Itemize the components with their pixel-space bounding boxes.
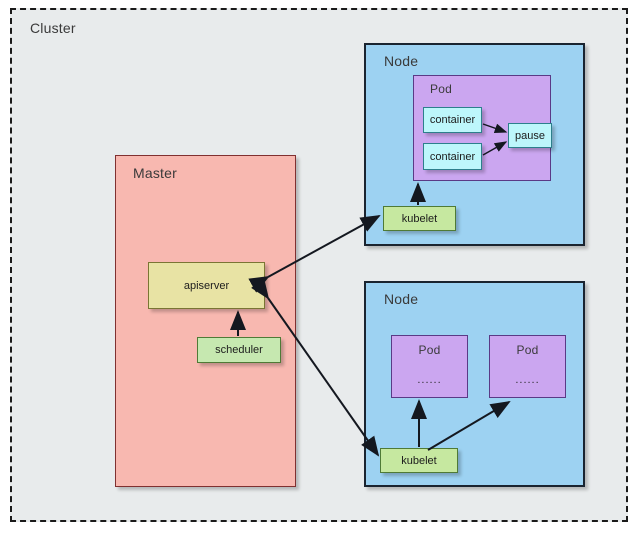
node-1-label: Node: [384, 53, 419, 69]
master-box[interactable]: Master: [115, 155, 296, 487]
master-label: Master: [133, 165, 177, 181]
cluster-label: Cluster: [30, 20, 76, 36]
kubelet-node-1-box[interactable]: kubelet: [383, 206, 456, 231]
apiserver-box[interactable]: apiserver: [148, 262, 265, 309]
pod-1-node-2-box[interactable]: Pod ......: [391, 335, 468, 398]
pod-2-node-2-label: Pod: [516, 343, 539, 357]
container-2-box[interactable]: container: [423, 143, 482, 170]
kubelet-node-2-box[interactable]: kubelet: [380, 448, 458, 473]
pod-node-1-label: Pod: [430, 82, 452, 96]
pod-2-node-2-ellipsis: ......: [515, 374, 540, 386]
container-1-box[interactable]: container: [423, 107, 482, 133]
pod-2-node-2-box[interactable]: Pod ......: [489, 335, 566, 398]
pause-container-box[interactable]: pause: [508, 123, 552, 148]
pod-1-node-2-ellipsis: ......: [417, 374, 442, 386]
scheduler-box[interactable]: scheduler: [197, 337, 281, 363]
pod-1-node-2-label: Pod: [418, 343, 441, 357]
node-2-label: Node: [384, 291, 419, 307]
